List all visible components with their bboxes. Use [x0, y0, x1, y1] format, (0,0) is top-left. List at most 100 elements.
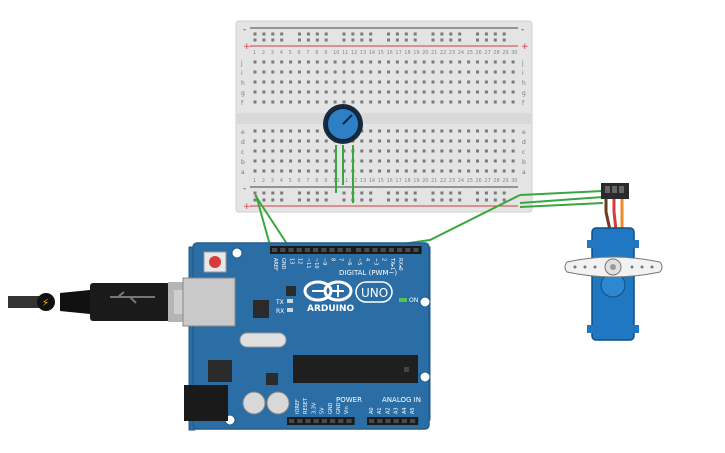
grid-hole[interactable]: [306, 159, 310, 163]
grid-hole[interactable]: [306, 129, 310, 133]
grid-hole[interactable]: [413, 129, 417, 133]
grid-hole[interactable]: [476, 169, 479, 173]
grid-hole[interactable]: [387, 159, 390, 163]
grid-hole[interactable]: [253, 169, 257, 173]
grid-hole[interactable]: [413, 139, 417, 143]
rail-hole[interactable]: [476, 38, 479, 42]
grid-hole[interactable]: [458, 169, 462, 173]
grid-hole[interactable]: [369, 139, 373, 143]
rail-hole[interactable]: [324, 32, 328, 36]
grid-hole[interactable]: [289, 139, 293, 143]
rail-hole[interactable]: [280, 198, 284, 202]
rail-hole[interactable]: [493, 198, 497, 202]
grid-hole[interactable]: [342, 60, 346, 64]
grid-hole[interactable]: [502, 129, 506, 133]
grid-hole[interactable]: [369, 90, 373, 94]
grid-hole[interactable]: [271, 129, 275, 133]
grid-hole[interactable]: [476, 80, 479, 84]
rail-hole[interactable]: [342, 198, 346, 202]
grid-hole[interactable]: [298, 80, 301, 84]
grid-hole[interactable]: [253, 159, 257, 163]
header-pin[interactable]: [338, 419, 344, 423]
header-pin[interactable]: [321, 419, 327, 423]
grid-hole[interactable]: [431, 139, 435, 143]
usb-port[interactable]: [182, 277, 236, 327]
grid-hole[interactable]: [511, 159, 515, 163]
grid-hole[interactable]: [289, 169, 293, 173]
grid-hole[interactable]: [502, 139, 506, 143]
grid-hole[interactable]: [378, 149, 382, 153]
grid-hole[interactable]: [333, 100, 337, 104]
rail-hole[interactable]: [395, 38, 399, 42]
grid-hole[interactable]: [351, 100, 355, 104]
rail-hole[interactable]: [413, 198, 417, 202]
rail-hole[interactable]: [271, 191, 275, 195]
grid-hole[interactable]: [262, 80, 266, 84]
header-pin[interactable]: [272, 248, 278, 252]
header-pin[interactable]: [380, 248, 386, 252]
grid-hole[interactable]: [280, 80, 284, 84]
grid-hole[interactable]: [458, 70, 462, 74]
grid-hole[interactable]: [431, 60, 435, 64]
grid-hole[interactable]: [315, 139, 319, 143]
grid-hole[interactable]: [502, 100, 506, 104]
rail-hole[interactable]: [431, 32, 435, 36]
grid-hole[interactable]: [360, 100, 364, 104]
grid-hole[interactable]: [271, 70, 275, 74]
grid-hole[interactable]: [315, 159, 319, 163]
rail-hole[interactable]: [431, 38, 435, 42]
grid-hole[interactable]: [440, 169, 444, 173]
grid-hole[interactable]: [360, 169, 364, 173]
grid-hole[interactable]: [387, 100, 390, 104]
usb-cable[interactable]: ⚡: [8, 282, 204, 322]
grid-hole[interactable]: [493, 169, 497, 173]
rail-hole[interactable]: [458, 191, 462, 195]
grid-hole[interactable]: [387, 139, 390, 143]
grid-hole[interactable]: [502, 70, 506, 74]
grid-hole[interactable]: [440, 159, 444, 163]
header-pin[interactable]: [330, 419, 336, 423]
grid-hole[interactable]: [324, 80, 328, 84]
rail-hole[interactable]: [449, 191, 453, 195]
grid-hole[interactable]: [395, 90, 399, 94]
grid-hole[interactable]: [378, 139, 382, 143]
rail-hole[interactable]: [271, 32, 275, 36]
rail-hole[interactable]: [458, 32, 462, 36]
grid-hole[interactable]: [306, 70, 310, 74]
grid-hole[interactable]: [306, 100, 310, 104]
grid-hole[interactable]: [315, 100, 319, 104]
header-pin[interactable]: [297, 419, 303, 423]
grid-hole[interactable]: [440, 129, 444, 133]
grid-hole[interactable]: [502, 149, 506, 153]
grid-hole[interactable]: [387, 169, 390, 173]
grid-hole[interactable]: [431, 90, 435, 94]
grid-hole[interactable]: [298, 149, 301, 153]
grid-hole[interactable]: [369, 169, 373, 173]
grid-hole[interactable]: [271, 159, 275, 163]
grid-hole[interactable]: [404, 90, 408, 94]
grid-hole[interactable]: [387, 129, 390, 133]
rail-hole[interactable]: [440, 191, 444, 195]
grid-hole[interactable]: [306, 169, 310, 173]
header-pin[interactable]: [410, 419, 416, 423]
grid-hole[interactable]: [484, 100, 488, 104]
rail-hole[interactable]: [369, 32, 373, 36]
grid-hole[interactable]: [360, 70, 364, 74]
grid-hole[interactable]: [440, 60, 444, 64]
grid-hole[interactable]: [449, 80, 453, 84]
grid-hole[interactable]: [484, 129, 488, 133]
rail-hole[interactable]: [440, 32, 444, 36]
grid-hole[interactable]: [431, 159, 435, 163]
grid-hole[interactable]: [360, 129, 364, 133]
grid-hole[interactable]: [280, 159, 284, 163]
grid-hole[interactable]: [493, 70, 497, 74]
grid-hole[interactable]: [369, 159, 373, 163]
rail-hole[interactable]: [351, 38, 355, 42]
rail-hole[interactable]: [324, 191, 328, 195]
rail-hole[interactable]: [280, 38, 284, 42]
rail-hole[interactable]: [324, 198, 328, 202]
reset-button-cap[interactable]: [209, 256, 221, 268]
header-pin[interactable]: [388, 248, 394, 252]
header-pin[interactable]: [304, 248, 310, 252]
